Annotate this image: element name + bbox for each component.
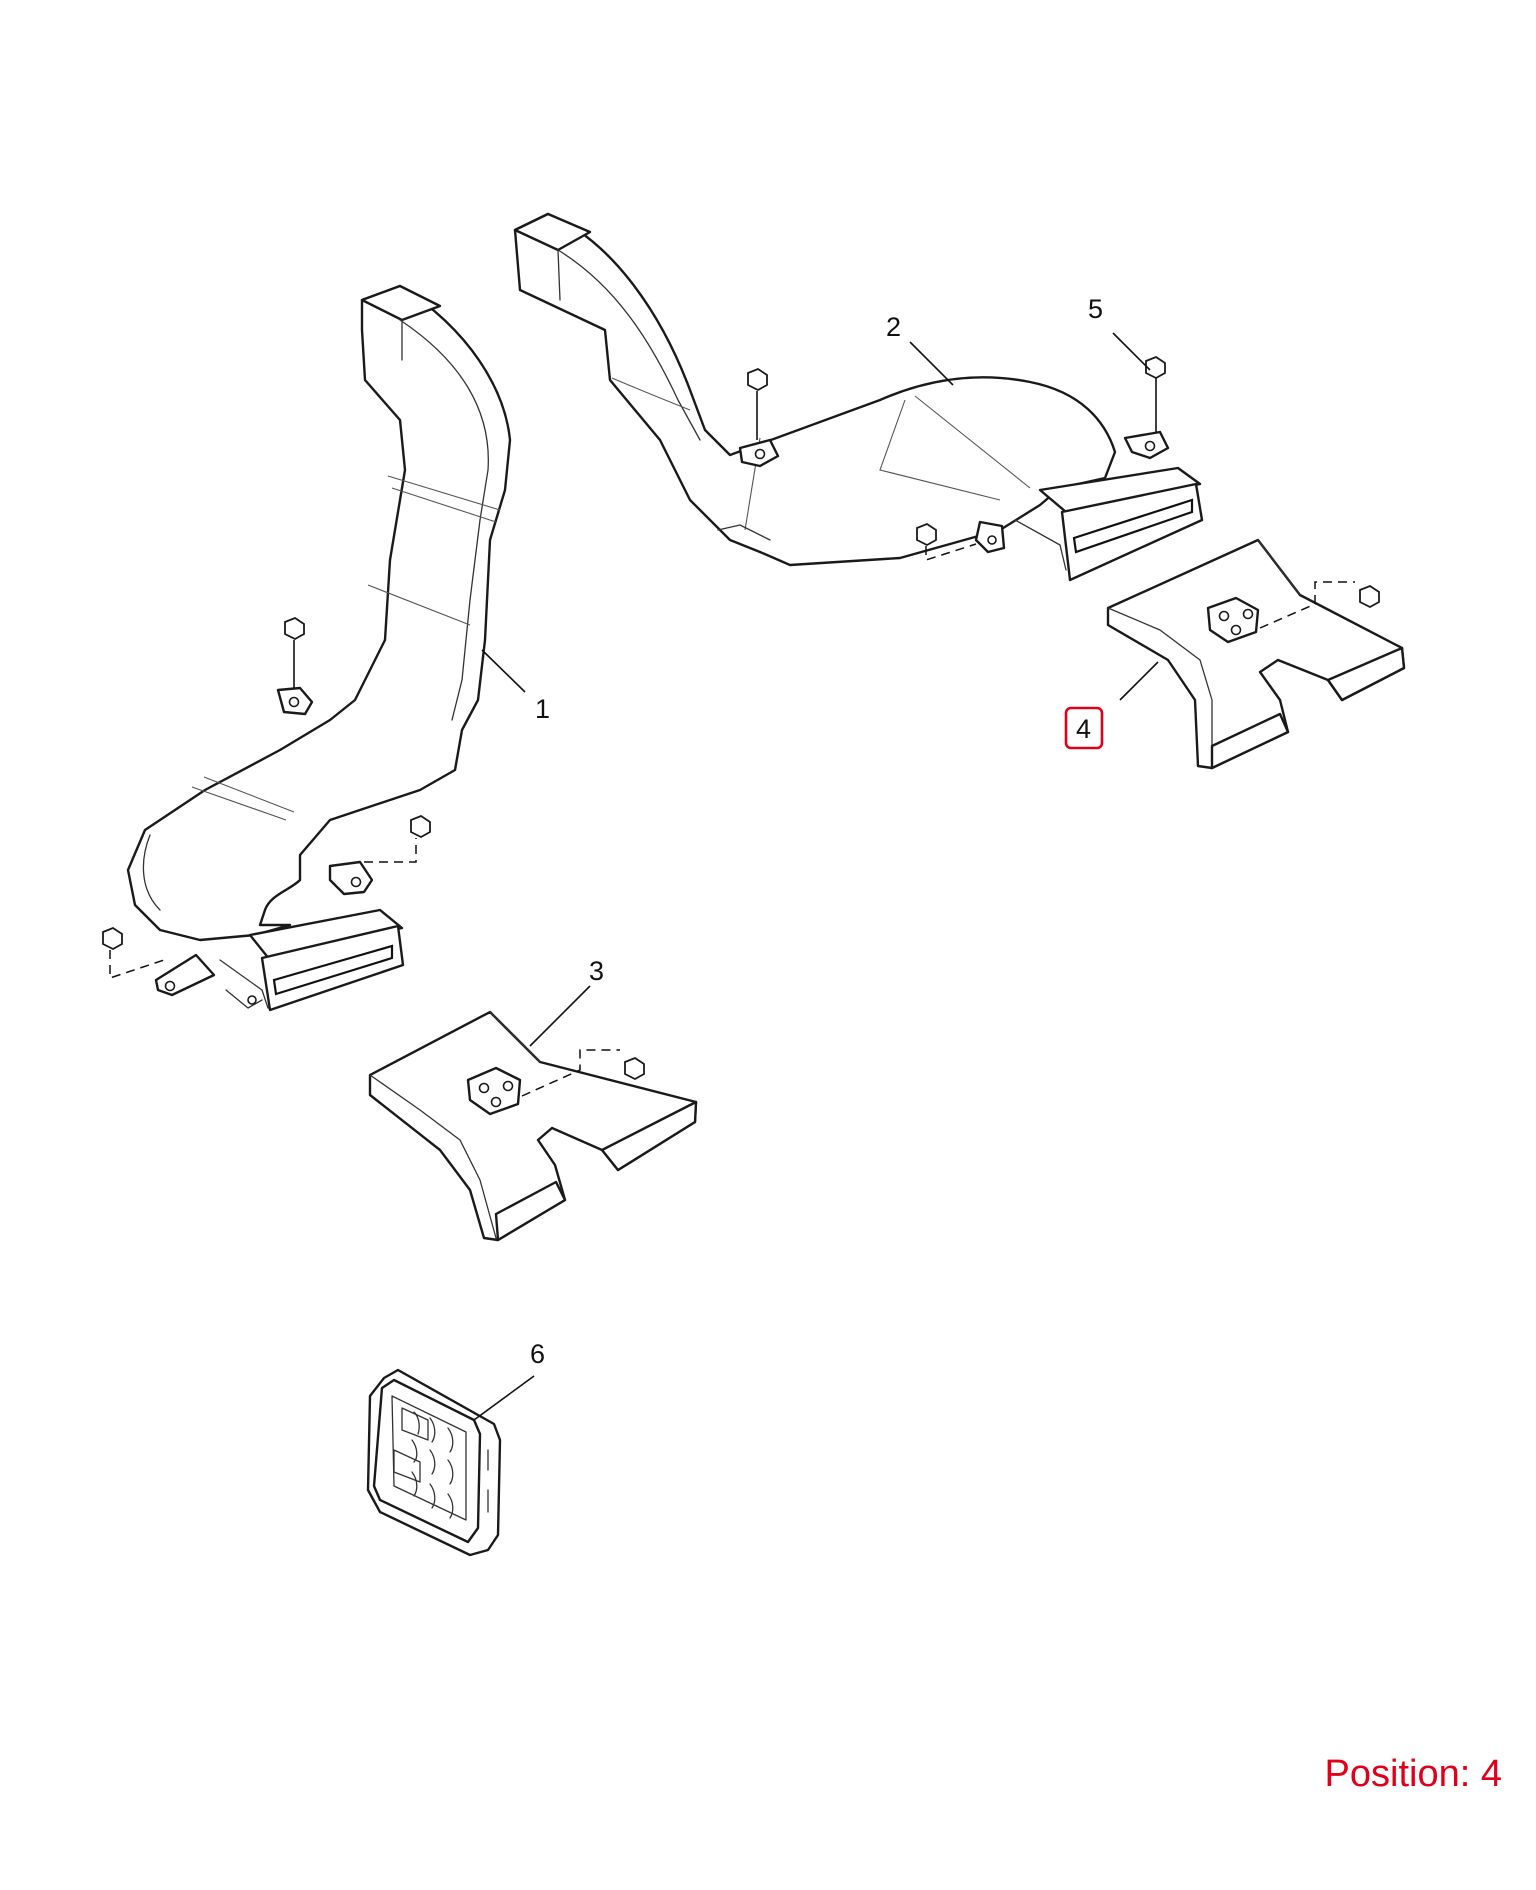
leader-line [1119, 661, 1159, 701]
callout-6-label: 6 [530, 1339, 545, 1369]
leader-line [1112, 332, 1151, 371]
nut-icon [747, 367, 768, 392]
nut-icon [410, 814, 431, 839]
position-indicator: Position: 4 [1324, 1753, 1502, 1795]
leader-line [909, 341, 954, 386]
callout-3-label: 3 [589, 956, 604, 986]
leader-line [473, 1375, 535, 1421]
nut-icon [1359, 584, 1380, 609]
leader-line [481, 649, 526, 693]
part-2-upper-duct[interactable] [513, 212, 1204, 582]
nut-icon [624, 1056, 645, 1081]
callout-3[interactable]: 3 [529, 956, 604, 1047]
callout-4[interactable]: 4 [1064, 661, 1159, 750]
part-3-fasteners [521, 1049, 645, 1097]
callout-6[interactable]: 6 [473, 1339, 545, 1421]
callout-4-highlight-box [1064, 706, 1104, 750]
part-1-left-duct[interactable] [126, 284, 512, 1012]
callout-2[interactable]: 2 [886, 312, 954, 386]
part-6-vent-grille[interactable] [366, 1368, 502, 1557]
part-4-right-y-duct[interactable] [1106, 538, 1406, 770]
part-3-lower-y-duct[interactable] [368, 1010, 698, 1242]
callout-5[interactable]: 5 [1088, 294, 1151, 371]
nut-icon [284, 616, 305, 641]
part-4-fasteners [1259, 581, 1380, 629]
leader-line [529, 985, 591, 1047]
part-1-fasteners [102, 616, 431, 980]
callout-1-label: 1 [535, 694, 550, 724]
callout-2-label: 2 [886, 312, 901, 342]
callout-4-label: 4 [1076, 714, 1091, 744]
callout-5-label: 5 [1088, 294, 1103, 324]
nut-icon [1145, 355, 1166, 380]
part-2-fasteners [747, 355, 1166, 562]
nut-icon [916, 522, 937, 547]
nut-icon [102, 926, 123, 951]
callout-1[interactable]: 1 [481, 649, 550, 724]
